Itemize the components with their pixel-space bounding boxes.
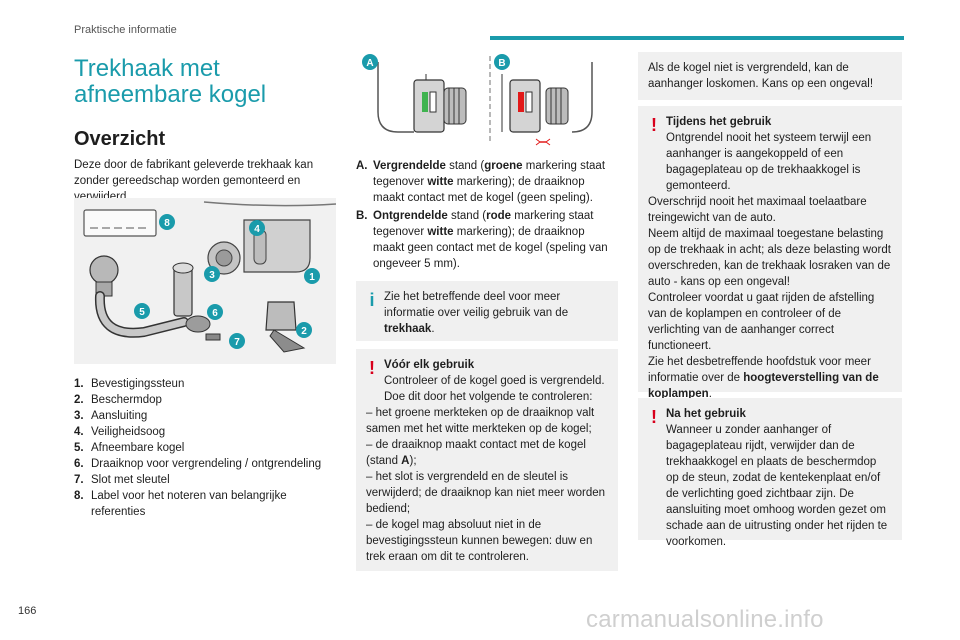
page-title: Trekhaak met afneembare kogel bbox=[74, 55, 267, 108]
list-item: B. Ontgrendelde stand (rode markering st… bbox=[356, 210, 608, 270]
page-number: 166 bbox=[18, 605, 37, 617]
list-item: 3.Aansluiting bbox=[74, 410, 148, 422]
header-accent-bar bbox=[490, 36, 904, 40]
list-item: 7.Slot met sleutel bbox=[74, 474, 170, 486]
figure-label-b: B bbox=[498, 58, 505, 69]
towbar-parts-illustration: 8 4 3 1 5 6 2 7 bbox=[74, 198, 336, 364]
info-icon: i bbox=[369, 290, 375, 310]
figure-label-a: A bbox=[366, 58, 373, 69]
list-item: A. Vergrendelde stand (groene markering … bbox=[356, 160, 606, 204]
exclamation-icon: ! bbox=[651, 115, 657, 135]
list-item: 6.Draaiknop voor vergrendeling / ontgren… bbox=[74, 458, 322, 470]
lock-states-list: A. Vergrendelde stand (groene markering … bbox=[356, 158, 618, 274]
parts-list: 1.Bevestigingssteun 2.Beschermdop 3.Aans… bbox=[74, 376, 336, 520]
watermark: carmanualsonline.info bbox=[586, 606, 824, 633]
callout-3: 3 bbox=[209, 270, 215, 281]
column-left: Trekhaak met afneembare kogel Overzicht … bbox=[74, 56, 336, 205]
callout-6: 6 bbox=[212, 308, 218, 319]
callout-4: 4 bbox=[254, 224, 260, 235]
warning-box-before-use: ! Vóór elk gebruik Controleer of de koge… bbox=[356, 349, 618, 571]
exclamation-icon: ! bbox=[651, 407, 657, 427]
list-item: 4.Veiligheidsoog bbox=[74, 426, 166, 438]
callout-2: 2 bbox=[301, 326, 307, 337]
exclamation-icon: ! bbox=[369, 358, 375, 378]
list-item: 8.Label voor het noteren van belangrijke… bbox=[74, 490, 287, 518]
warning-box-during-use: ! Tijdens het gebruik Ontgrendel nooit h… bbox=[638, 106, 902, 400]
running-header: Praktische informatie bbox=[74, 24, 177, 36]
info-box-safe-use: i Zie het betreffende deel voor meer inf… bbox=[356, 281, 618, 341]
section-heading-overview: Overzicht bbox=[74, 128, 166, 150]
callout-7: 7 bbox=[234, 337, 240, 348]
list-item: 2.Beschermdop bbox=[74, 394, 162, 406]
note-box-unlocked-risk: Als de kogel niet is vergrendeld, kan de… bbox=[638, 52, 902, 100]
callout-1: 1 bbox=[309, 272, 315, 283]
callout-5: 5 bbox=[139, 307, 145, 318]
list-item: 5.Afneembare kogel bbox=[74, 442, 185, 454]
lock-state-illustration: A B bbox=[356, 52, 618, 150]
list-item: 1.Bevestigingssteun bbox=[74, 378, 185, 390]
warning-box-after-use: ! Na het gebruik Wanneer u zonder aanhan… bbox=[638, 398, 902, 548]
callout-8: 8 bbox=[164, 218, 170, 229]
